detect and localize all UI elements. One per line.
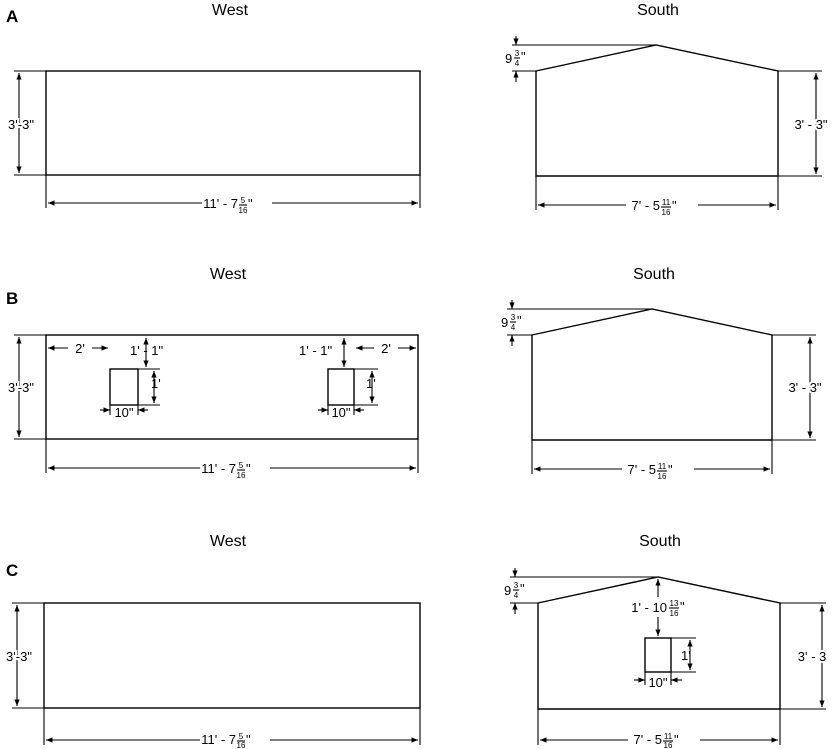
- panel-a-west-height-dim: 3'-3": [8, 117, 34, 132]
- panel-b-south-width-dim: 7' - 5: [628, 462, 657, 477]
- panel-a-roof-dim: 9: [505, 51, 512, 66]
- panel-b-south-elevation: South 9 3 4 " 3' - 3" 7' - 5 11 16 ": [499, 266, 824, 481]
- fraction-numerator: 3: [511, 313, 516, 322]
- panel-b-roof-dim: 9: [501, 315, 508, 330]
- window-right: [327, 368, 355, 406]
- south-wall-gable-outline: [535, 44, 779, 177]
- fraction-numerator: 13: [670, 599, 679, 608]
- fraction-denominator: 4: [515, 59, 520, 68]
- inch-mark: ": [680, 599, 685, 614]
- panel-b-west-title: West: [210, 266, 247, 283]
- panel-a-south-width-dim: 7' - 5: [632, 198, 661, 213]
- dim-label-mask: [622, 459, 694, 479]
- inch-mark: ": [517, 313, 522, 328]
- fraction-numerator: 5: [241, 196, 246, 205]
- panel-b-west-height-dim: 3'-3": [8, 380, 34, 395]
- dim-label-mask: [202, 193, 272, 213]
- inch-mark: ": [248, 196, 253, 211]
- window-south: [644, 637, 672, 673]
- panel-a: A West 3'-3" 11' - 7 5 16 " South: [6, 2, 830, 217]
- panel-c-west-height-dim: 3'-3": [6, 649, 32, 664]
- left-window-width-dim: 10": [114, 405, 133, 420]
- panel-c-west-elevation: West 3'-3" 11' - 7 5 16 ": [4, 533, 421, 749]
- fraction-denominator: 16: [658, 472, 667, 481]
- fraction-numerator: 11: [658, 462, 667, 471]
- fraction-numerator: 5: [239, 461, 244, 470]
- fraction-denominator: 4: [511, 323, 516, 332]
- panel-b-south-height-dim: 3' - 3": [788, 380, 821, 395]
- south-wall-gable-outline: [537, 576, 781, 710]
- fraction-denominator: 16: [670, 609, 679, 618]
- panel-c-south-elevation: South 9 3 4 " 1' - 10 13 16 " 1': [502, 533, 828, 749]
- fraction-denominator: 16: [237, 471, 246, 480]
- dim-label-mask: [628, 597, 690, 617]
- left-window-top-dim: 1' - 1": [130, 343, 163, 358]
- panel-a-south-title: South: [637, 2, 679, 19]
- panel-a-south-elevation: South 9 3 4 " 3' - 3" 7' - 5 11 16 ": [503, 2, 830, 217]
- panel-a-west-elevation: West 3'-3" 11' - 7 5 16 ": [6, 2, 421, 215]
- fraction-denominator: 16: [662, 208, 671, 217]
- fraction-denominator: 16: [237, 741, 246, 749]
- fraction-numerator: 11: [662, 198, 671, 207]
- panel-c-roof-dim: 9: [504, 583, 511, 598]
- south-wall-gable-outline: [531, 308, 773, 441]
- fraction-numerator: 5: [239, 732, 244, 741]
- left-window-offset-dim: 2': [75, 341, 85, 356]
- fraction-denominator: 4: [514, 591, 519, 600]
- panel-a-west-width-dim: 11' - 7: [203, 196, 238, 211]
- inch-mark: ": [672, 198, 677, 213]
- dim-label-mask: [626, 195, 698, 215]
- right-window-offset-dim: 2': [381, 341, 391, 356]
- panel-c-west-title: West: [210, 533, 247, 550]
- panel-c-south-title: South: [639, 533, 681, 550]
- panel-label-a: A: [6, 7, 18, 26]
- panel-b-west-elevation: West 2' 1' - 1" 1' 10" 2' 1' - 1": [6, 266, 419, 480]
- panel-c-south-width-dim: 7' - 5: [634, 732, 663, 747]
- inch-mark: ": [246, 732, 251, 747]
- panel-b-south-title: South: [633, 266, 675, 283]
- inch-mark: ": [520, 581, 525, 596]
- panel-label-c: C: [6, 561, 18, 580]
- dim-label-mask: [200, 729, 270, 749]
- fraction-numerator: 3: [515, 49, 520, 58]
- window-height-dim: 1': [681, 648, 691, 663]
- dim-label-mask: [374, 340, 398, 356]
- fraction-numerator: 11: [664, 732, 673, 741]
- window-top-dim: 1' - 10: [631, 600, 667, 615]
- fraction-denominator: 16: [239, 206, 248, 215]
- panel-a-west-title: West: [212, 2, 249, 19]
- west-wall-outline: [43, 602, 421, 709]
- window-left: [109, 368, 139, 406]
- inch-mark: ": [668, 462, 673, 477]
- dim-label-mask: [628, 729, 700, 749]
- west-wall-outline: [45, 334, 419, 440]
- panel-c-south-height-dim: 3' - 3: [798, 649, 827, 664]
- inch-mark: ": [246, 461, 251, 476]
- west-wall-outline: [45, 70, 421, 176]
- panel-b: B West 2' 1' - 1" 1' 10" 2': [6, 266, 824, 481]
- dim-label-mask: [200, 458, 270, 478]
- right-window-top-dim: 1' - 1": [299, 343, 332, 358]
- panel-c-west-width-dim: 11' - 7: [201, 732, 236, 747]
- panel-label-b: B: [6, 289, 18, 308]
- right-window-height-dim: 1': [366, 376, 376, 391]
- panel-a-south-height-dim: 3' - 3": [794, 117, 827, 132]
- left-window-height-dim: 1': [151, 376, 161, 391]
- window-width-dim: 10": [648, 675, 667, 690]
- panel-c: C West 3'-3" 11' - 7 5 16 " South: [4, 533, 828, 749]
- right-window-width-dim: 10": [331, 405, 350, 420]
- panel-b-west-width-dim: 11' - 7: [201, 461, 236, 476]
- inch-mark: ": [674, 732, 679, 747]
- fraction-denominator: 16: [664, 741, 673, 749]
- dim-label-mask: [68, 340, 92, 356]
- fraction-numerator: 3: [514, 581, 519, 590]
- inch-mark: ": [521, 49, 526, 64]
